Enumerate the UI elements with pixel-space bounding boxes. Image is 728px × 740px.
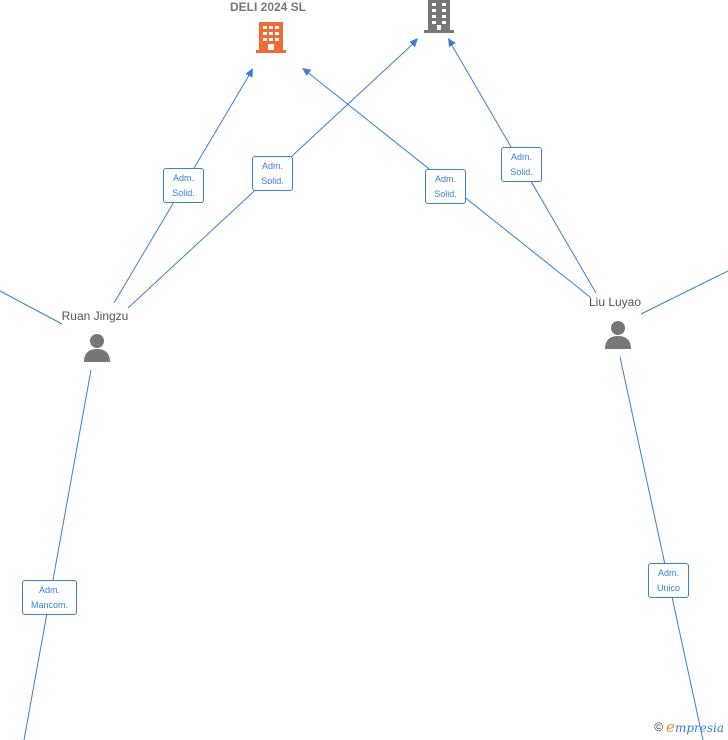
- role-line-1: Adm.: [510, 152, 532, 162]
- role-line-2: Unico: [656, 583, 680, 593]
- role-label-liu-other[interactable]: Adm. Solid.: [501, 147, 542, 182]
- role-line-1: Adm.: [172, 173, 194, 183]
- copyright-symbol: ©: [654, 720, 664, 734]
- edges: [0, 38, 728, 740]
- role-label-ruan-main[interactable]: Adm. Solid.: [163, 168, 204, 203]
- building-icon[interactable]: [255, 20, 287, 54]
- role-line-2: Solid.: [510, 167, 533, 177]
- person-liu-name[interactable]: Liu Luyao: [588, 295, 642, 309]
- role-line-2: Solid.: [434, 189, 457, 199]
- copyright-watermark: © empresia: [654, 718, 724, 736]
- role-line-1: Adm.: [657, 568, 679, 578]
- arrowhead-other-company-right: [448, 38, 456, 47]
- building-icon[interactable]: [423, 0, 455, 34]
- role-label-liu-main[interactable]: Adm. Solid.: [425, 169, 466, 204]
- edge-liu-down: [619, 356, 704, 740]
- person-icon[interactable]: [604, 320, 632, 350]
- role-label-ruan-other[interactable]: Adm. Solid.: [252, 156, 293, 191]
- person-ruan-name[interactable]: Ruan Jingzu: [61, 309, 129, 323]
- brand-initial: e: [666, 718, 675, 736]
- role-line-2: Solid.: [172, 188, 195, 198]
- edge-liu-offscreen-right: [640, 270, 728, 315]
- arrowhead-other-company-left: [409, 38, 418, 48]
- role-line-2: Mancom.: [30, 600, 68, 610]
- arrowhead-main-company-left: [245, 68, 253, 78]
- role-label-ruan-down[interactable]: Adm. Mancom.: [22, 580, 77, 615]
- role-line-1: Adm.: [434, 174, 456, 184]
- role-line-1: Adm.: [38, 585, 60, 595]
- brand-logo: empresia: [666, 718, 724, 736]
- person-icon[interactable]: [83, 333, 111, 363]
- role-label-liu-down[interactable]: Adm. Unico: [648, 563, 689, 598]
- edge-ruan-down: [23, 369, 92, 740]
- edge-ruan-offscreen-left: [0, 290, 63, 325]
- arrowhead-main-company-right: [302, 68, 312, 76]
- role-line-2: Solid.: [261, 176, 284, 186]
- brand-rest: mpresia: [674, 721, 724, 735]
- role-line-1: Adm.: [261, 161, 283, 171]
- company-main-title[interactable]: DELI 2024 SL: [229, 0, 307, 14]
